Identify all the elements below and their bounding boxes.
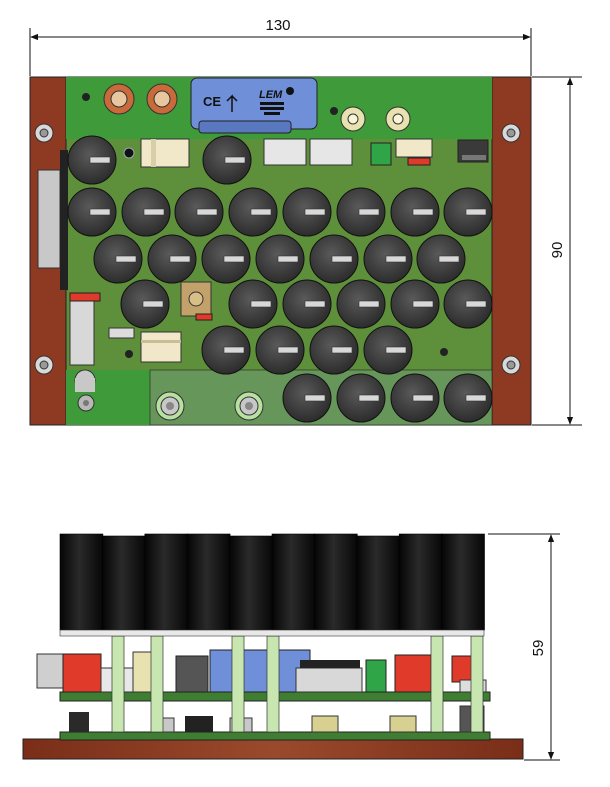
capacitor-side-9 — [398, 533, 443, 631]
capacitor-side-1 — [59, 533, 104, 631]
standoff-side-4 — [266, 635, 280, 733]
screw-bottom-right — [501, 355, 521, 375]
capacitor-side-4 — [186, 533, 231, 631]
standoff-1 — [155, 391, 185, 421]
capacitor-lead-23 — [465, 300, 487, 308]
standoff-side-3 — [231, 635, 245, 733]
capacitor-lead-22 — [412, 300, 434, 308]
ce-mark: CE — [203, 94, 221, 109]
capacitor-lead-21 — [358, 300, 380, 308]
depth-dimension-label: 59 — [530, 640, 547, 657]
standoff-2 — [234, 391, 264, 421]
terminal-1 — [103, 83, 135, 115]
current-sensor-module: CE LEM — [190, 77, 318, 134]
terminal-3 — [340, 106, 366, 132]
capacitor-lead-26 — [331, 346, 353, 354]
lower-pcb — [59, 731, 491, 741]
capacitor-side-8 — [356, 535, 400, 633]
capacitor-side-2 — [102, 535, 146, 633]
capacitor-lead-18 — [142, 300, 164, 308]
capacitor-side-5 — [229, 535, 273, 633]
side-view — [22, 533, 524, 760]
base-plate — [22, 738, 524, 760]
capacitor-side-7 — [314, 533, 358, 631]
left-connector — [37, 169, 61, 269]
brand-logo: LEM — [259, 89, 283, 101]
top-view: CE LEM — [29, 76, 532, 426]
capacitor-lead-19 — [250, 300, 272, 308]
capacitor-lead-25 — [277, 346, 299, 354]
standoff-side-2 — [150, 635, 164, 733]
arrow-up-icon — [226, 94, 238, 112]
capacitor-lead-12 — [169, 255, 191, 263]
capacitor-lead-16 — [385, 255, 407, 263]
capacitor-lead-11 — [115, 255, 137, 263]
capacitor-side-3 — [144, 533, 189, 631]
capacitor-lead-5 — [196, 208, 218, 216]
capacitor-lead-3 — [89, 208, 111, 216]
capacitor-lead-29 — [358, 394, 380, 402]
capacitor-lead-10 — [465, 208, 487, 216]
screw-pcb — [77, 394, 95, 412]
screw-top-left — [34, 123, 54, 143]
capacitor-lead-2 — [224, 156, 246, 164]
width-dimension: 130 — [29, 17, 532, 76]
capacitor-lead-31 — [465, 394, 487, 402]
width-dimension-label: 130 — [265, 17, 290, 34]
capacitor-side-6 — [271, 533, 316, 631]
capacitor-lead-8 — [358, 208, 380, 216]
depth-dimension: 59 — [488, 533, 560, 761]
capacitor-lead-4 — [143, 208, 165, 216]
standoff-side-5 — [430, 635, 444, 733]
capacitor-lead-15 — [331, 255, 353, 263]
capacitor-lead-9 — [412, 208, 434, 216]
standoff-side-6 — [470, 635, 484, 733]
capacitor-lead-1 — [89, 156, 111, 164]
side-capacitors — [59, 533, 485, 633]
top-capacitors — [67, 135, 493, 423]
capacitor-lead-28 — [304, 394, 326, 402]
terminal-4 — [385, 106, 411, 132]
terminal-2 — [146, 83, 178, 115]
height-dimension: 90 — [532, 76, 582, 426]
side-standoffs — [111, 635, 484, 733]
capacitor-lead-27 — [385, 346, 407, 354]
capacitor-side-10 — [441, 533, 485, 631]
capacitor-lead-13 — [223, 255, 245, 263]
height-dimension-label: 90 — [549, 242, 566, 259]
screw-top-right — [501, 123, 521, 143]
screw-bottom-left — [34, 355, 54, 375]
capacitor-lead-6 — [250, 208, 272, 216]
capacitor-lead-20 — [304, 300, 326, 308]
capacitor-lead-14 — [277, 255, 299, 263]
standoff-side-1 — [111, 635, 125, 733]
capacitor-lead-7 — [304, 208, 326, 216]
capacitor-lead-17 — [438, 255, 460, 263]
capacitor-lead-30 — [412, 394, 434, 402]
capacitor-lead-24 — [223, 346, 245, 354]
